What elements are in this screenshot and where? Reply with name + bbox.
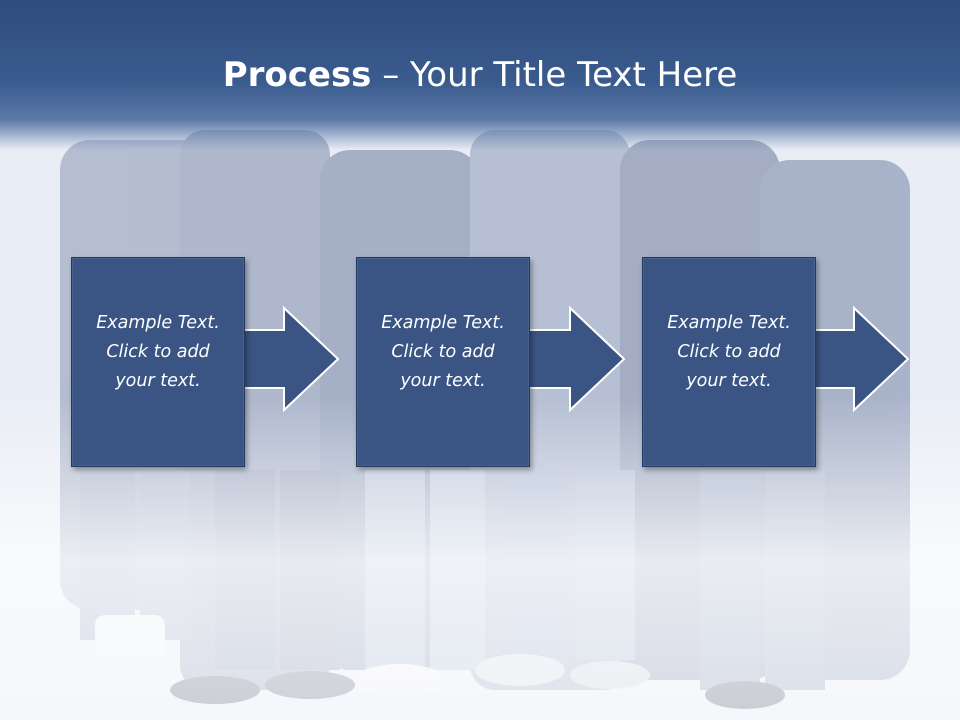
process-arrow-2 (518, 305, 626, 413)
process-step-2[interactable]: Example Text. Click to add your text. (356, 257, 530, 467)
process-arrow-3 (802, 305, 910, 413)
process-step-1[interactable]: Example Text. Click to add your text. (71, 257, 245, 467)
title-bold: Process (222, 55, 372, 95)
title-rest: – Your Title Text Here (382, 55, 738, 95)
title-band (0, 0, 960, 150)
process-step-3[interactable]: Example Text. Click to add your text. (642, 257, 816, 467)
step-3-text: Example Text. Click to add your text. (667, 312, 791, 391)
step-2-text: Example Text. Click to add your text. (381, 312, 505, 391)
step-1-text: Example Text. Click to add your text. (96, 312, 220, 391)
process-arrow-1 (232, 305, 340, 413)
slide-title[interactable]: Process – Your Title Text Here (0, 52, 960, 98)
